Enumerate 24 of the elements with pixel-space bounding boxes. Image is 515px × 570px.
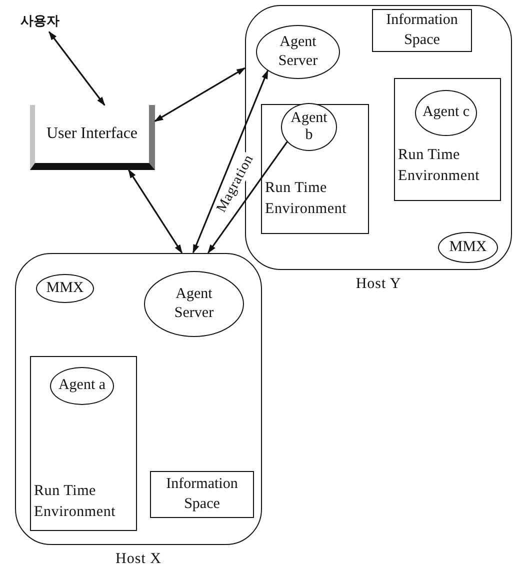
agent-ellipse: Agent Server [256,25,340,79]
agent-ellipse: Agent a [50,367,114,405]
agent-ellipse: Agent c [415,90,477,136]
agent-ellipse: MMX [438,232,498,263]
host-label: Host Y [356,276,402,293]
arrow [154,67,246,122]
information-box: Information Space [150,471,254,518]
host-label: Host X [116,551,162,568]
runtime-label: Run Time Environment [33,482,117,522]
runtime-box [394,78,501,201]
agent-ellipse: Agent b [281,103,337,151]
information-box: Information Space [372,9,472,52]
runtime-box [261,104,369,234]
arrow [192,70,268,254]
runtime-label: Run Time Environment [397,146,481,186]
arrow [48,31,106,106]
arrow [208,141,288,254]
agent-ellipse: Agent Server [144,271,244,337]
runtime-box [30,356,137,531]
interface-box: User Interface [30,105,155,170]
user-label: 사용자 [14,10,66,32]
runtime-label: Run Time Environment [264,178,348,220]
arrow [128,169,183,254]
agent-ellipse: MMX [36,274,94,303]
